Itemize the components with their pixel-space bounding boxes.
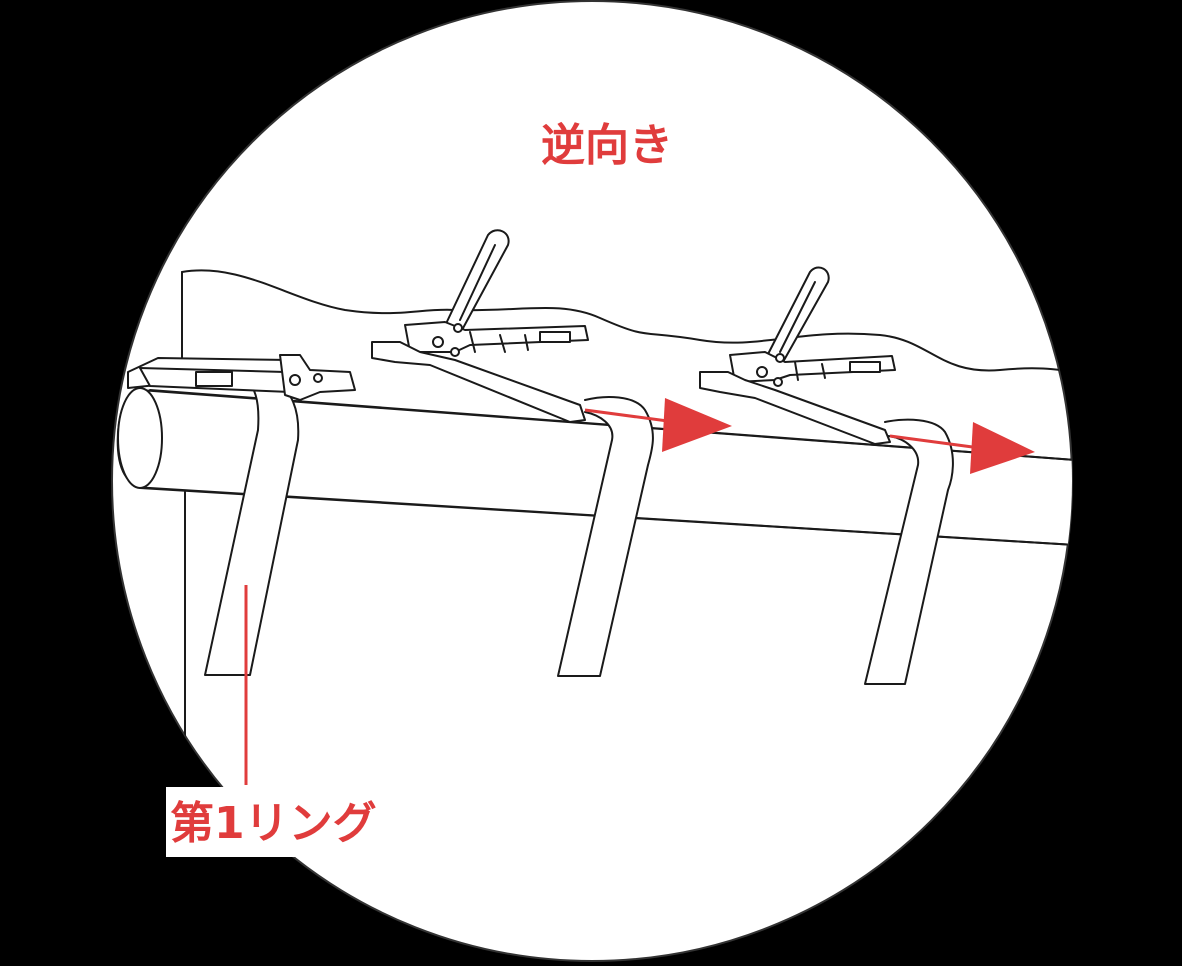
hook-assembly-2 (371, 229, 589, 423)
hook-assembly-3 (699, 266, 896, 445)
rail-end-cap (117, 387, 163, 489)
hook-assembly-1 (127, 354, 356, 401)
direction-label: 逆向き (541, 120, 673, 171)
direction-arrows (584, 398, 1035, 474)
curtain-fabric-edge (181, 269, 1072, 373)
first-ring-label: 第1リング (170, 798, 377, 849)
ring-strap-2 (557, 396, 654, 677)
first-ring-label-bg (166, 787, 296, 857)
ring-strap-3 (864, 418, 954, 685)
